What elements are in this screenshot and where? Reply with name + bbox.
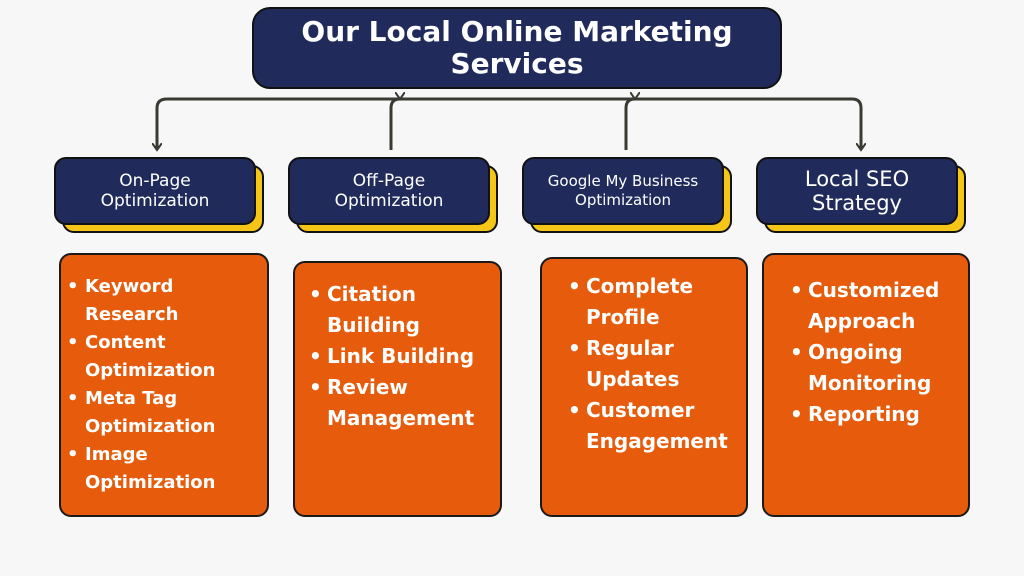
- diagram-title-text: Our Local Online Marketing Services: [301, 15, 733, 80]
- connector-arrow-2: [389, 99, 400, 150]
- category-google-my-business: Google My Business Optimization: [522, 157, 732, 233]
- bullet-list: Customized Approach Ongoing Monitoring R…: [764, 255, 968, 430]
- list-item: Customer Engagement: [568, 395, 746, 457]
- category-box: Off-Page Optimization: [288, 157, 490, 225]
- list-item: Ongoing Monitoring: [790, 337, 968, 399]
- list-item: Regular Updates: [568, 333, 746, 395]
- category-box: On-Page Optimization: [54, 157, 256, 225]
- list-item: Meta Tag Optimization: [67, 385, 267, 441]
- list-item: Reporting: [790, 399, 968, 430]
- list-item: Customized Approach: [790, 275, 968, 337]
- list-item: Citation Building: [309, 279, 500, 341]
- list-item: Review Management: [309, 372, 500, 434]
- list-item: Image Optimization: [67, 441, 267, 497]
- category-box: Local SEO Strategy: [756, 157, 958, 225]
- category-box: Google My Business Optimization: [522, 157, 724, 225]
- services-list-local-seo: Customized Approach Ongoing Monitoring R…: [762, 253, 970, 517]
- diagram-title: Our Local Online Marketing Services: [252, 7, 782, 89]
- category-label: Off-Page Optimization: [334, 171, 444, 211]
- category-local-seo: Local SEO Strategy: [756, 157, 966, 233]
- category-on-page: On-Page Optimization: [54, 157, 264, 233]
- bullet-list: Citation Building Link Building Review M…: [295, 263, 500, 434]
- services-list-google-my-business: Complete Profile Regular Updates Custome…: [540, 257, 748, 517]
- bullet-list: Complete Profile Regular Updates Custome…: [542, 259, 746, 457]
- category-off-page: Off-Page Optimization: [288, 157, 498, 233]
- connector-branch: [155, 97, 863, 147]
- category-label: On-Page Optimization: [100, 171, 210, 211]
- list-item: Keyword Research: [67, 273, 267, 329]
- services-list-off-page: Citation Building Link Building Review M…: [293, 261, 502, 517]
- services-list-on-page: Keyword Research Content Optimization Me…: [59, 253, 269, 517]
- category-label: Google My Business Optimization: [547, 172, 699, 209]
- connector-arrow-3: [624, 99, 635, 150]
- list-item: Link Building: [309, 341, 500, 372]
- list-item: Content Optimization: [67, 329, 267, 385]
- bullet-list: Keyword Research Content Optimization Me…: [61, 255, 267, 497]
- category-label: Local SEO Strategy: [804, 167, 910, 215]
- list-item: Complete Profile: [568, 271, 746, 333]
